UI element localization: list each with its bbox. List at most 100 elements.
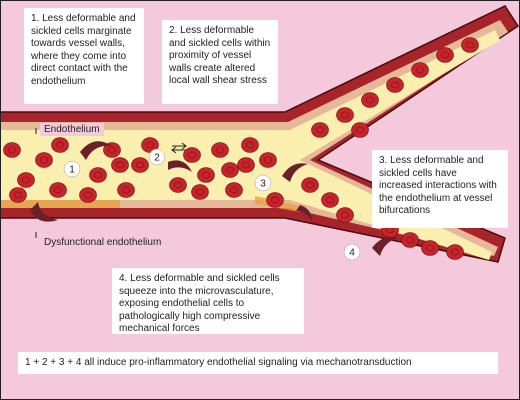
note-3: 3. Less deformable and sickled cells hav…: [372, 150, 508, 228]
red-blood-cell-center: [230, 186, 238, 194]
red-blood-cell-center: [246, 141, 254, 149]
red-blood-cell: [191, 184, 209, 200]
red-blood-cell-center: [341, 111, 349, 119]
note-1: 1. Less deformable and sickled cells mar…: [24, 8, 144, 104]
red-blood-cell-center: [196, 188, 204, 196]
red-blood-cell: [111, 157, 129, 173]
red-blood-cell: [9, 187, 27, 203]
red-blood-cell-center: [271, 196, 279, 204]
red-blood-cell: [241, 137, 259, 153]
red-blood-cell-center: [14, 191, 22, 199]
red-blood-cell-center: [306, 181, 314, 189]
red-blood-cell: [461, 37, 479, 53]
sickle-cell: [168, 160, 192, 172]
red-blood-cell-center: [216, 146, 224, 154]
red-blood-cell-center: [416, 66, 424, 74]
red-blood-cell-center: [426, 244, 434, 252]
red-blood-cell-center: [451, 248, 459, 256]
red-blood-cell-center: [356, 126, 364, 134]
red-blood-cell: [117, 182, 135, 198]
marker-4-label: 4: [349, 248, 355, 259]
dysfunctional-endothelium-label: Dysfunctional endothelium: [40, 236, 166, 249]
red-blood-cell: [421, 240, 439, 256]
note-4-text: 4. Less deformable and sickled cells squ…: [119, 273, 280, 334]
red-blood-cell: [436, 47, 454, 63]
red-blood-cell: [411, 62, 429, 78]
red-blood-cell-center: [22, 176, 30, 184]
marker-4: [343, 243, 361, 261]
red-blood-cell-center: [108, 146, 116, 154]
marker-2: [148, 148, 166, 166]
red-blood-cell: [169, 177, 187, 193]
red-blood-cell: [103, 142, 121, 158]
shear-arrow: [172, 142, 187, 150]
red-blood-cell: [141, 137, 159, 153]
red-blood-cell-center: [341, 211, 349, 219]
note-1-text: 1. Less deformable and sickled cells mar…: [31, 13, 136, 87]
sickle-cell: [80, 141, 112, 160]
red-blood-cell: [351, 122, 369, 138]
red-blood-cell-center: [122, 186, 130, 194]
red-blood-cell-center: [202, 171, 210, 179]
marker-2-label: 2: [154, 153, 160, 164]
red-blood-cell: [3, 142, 21, 158]
sickle-cell: [372, 237, 398, 256]
note-3-text: 3. Less deformable and sickled cells hav…: [379, 155, 497, 216]
red-blood-cell-center: [188, 151, 196, 159]
red-blood-cell: [79, 187, 97, 203]
red-blood-cell-center: [116, 161, 124, 169]
red-blood-cell: [301, 177, 319, 193]
red-blood-cell: [336, 107, 354, 123]
red-blood-cell: [89, 167, 107, 183]
marker-3: [254, 174, 272, 192]
red-blood-cell-center: [366, 96, 374, 104]
red-blood-cell: [197, 167, 215, 183]
note-4: 4. Less deformable and sickled cells squ…: [112, 268, 304, 334]
red-blood-cell-center: [146, 141, 154, 149]
red-blood-cell: [17, 172, 35, 188]
blood-cells: [3, 37, 479, 260]
red-blood-cell: [225, 182, 243, 198]
red-blood-cell-center: [242, 161, 250, 169]
red-blood-cell: [311, 122, 329, 138]
red-blood-cell-center: [54, 186, 62, 194]
red-blood-cell: [266, 192, 284, 208]
red-blood-cell: [361, 92, 379, 108]
red-blood-cell: [237, 157, 255, 173]
sickle-cell: [30, 202, 58, 222]
summary-note: 1 + 2 + 3 + 4 all induce pro-inflammator…: [18, 352, 498, 374]
endothelium-label: Endothelium: [40, 123, 104, 136]
red-blood-cell-center: [40, 156, 48, 164]
red-blood-cell-center: [441, 51, 449, 59]
red-blood-cell: [35, 152, 53, 168]
red-blood-cell: [51, 137, 69, 153]
note-2: 2. Less deformable and sickled cells wit…: [162, 20, 278, 104]
red-blood-cell-center: [56, 141, 64, 149]
marker-1-label: 1: [69, 165, 75, 176]
red-blood-cell: [49, 182, 67, 198]
red-blood-cell: [259, 152, 277, 168]
red-blood-cell-center: [406, 236, 414, 244]
red-blood-cell-center: [316, 126, 324, 134]
summary-text: 1 + 2 + 3 + 4 all induce pro-inflammator…: [25, 357, 412, 368]
sickle-cell: [282, 163, 308, 182]
red-blood-cell-center: [226, 166, 234, 174]
sickle-cell: [296, 205, 312, 221]
red-blood-cell: [211, 142, 229, 158]
red-blood-cell: [321, 192, 339, 208]
shear-arrow: [171, 146, 186, 154]
red-blood-cell: [131, 157, 149, 173]
red-blood-cell-center: [326, 196, 334, 204]
red-blood-cell-center: [466, 41, 474, 49]
red-blood-cell: [386, 77, 404, 93]
red-blood-cell: [446, 244, 464, 260]
red-blood-cell-center: [8, 146, 16, 154]
note-2-text: 2. Less deformable and sickled cells wit…: [169, 25, 271, 86]
red-blood-cell-center: [174, 181, 182, 189]
red-blood-cell-center: [94, 171, 102, 179]
red-blood-cell: [221, 162, 239, 178]
red-blood-cell-center: [264, 156, 272, 164]
red-blood-cell: [401, 232, 419, 248]
marker-3-label: 3: [260, 179, 266, 190]
